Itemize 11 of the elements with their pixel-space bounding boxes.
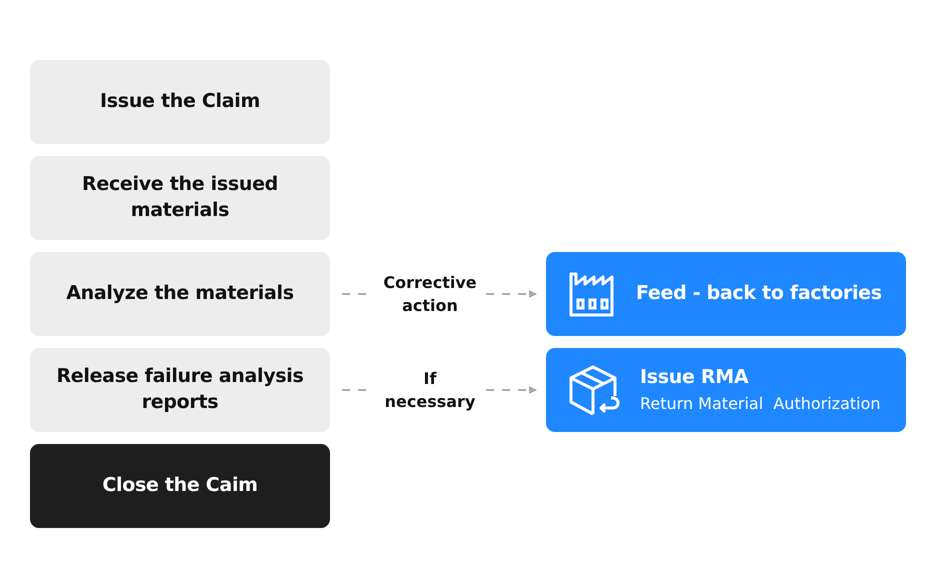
step-title: Feed - back to factories — [636, 281, 882, 306]
step-title: Issue the Claim — [100, 89, 260, 114]
step-title: Close the Caim — [102, 473, 258, 498]
process-box — [546, 348, 906, 432]
step-title: Receive the issued materials — [81, 172, 279, 223]
process-box — [546, 252, 906, 336]
step-title: Release failure analysis reports — [55, 364, 305, 415]
process-box — [30, 444, 330, 528]
step-title: Analyze the materials — [66, 281, 294, 306]
step-description: Return Material Authorization — [640, 394, 881, 416]
step-title: Issue RMA — [640, 364, 750, 390]
